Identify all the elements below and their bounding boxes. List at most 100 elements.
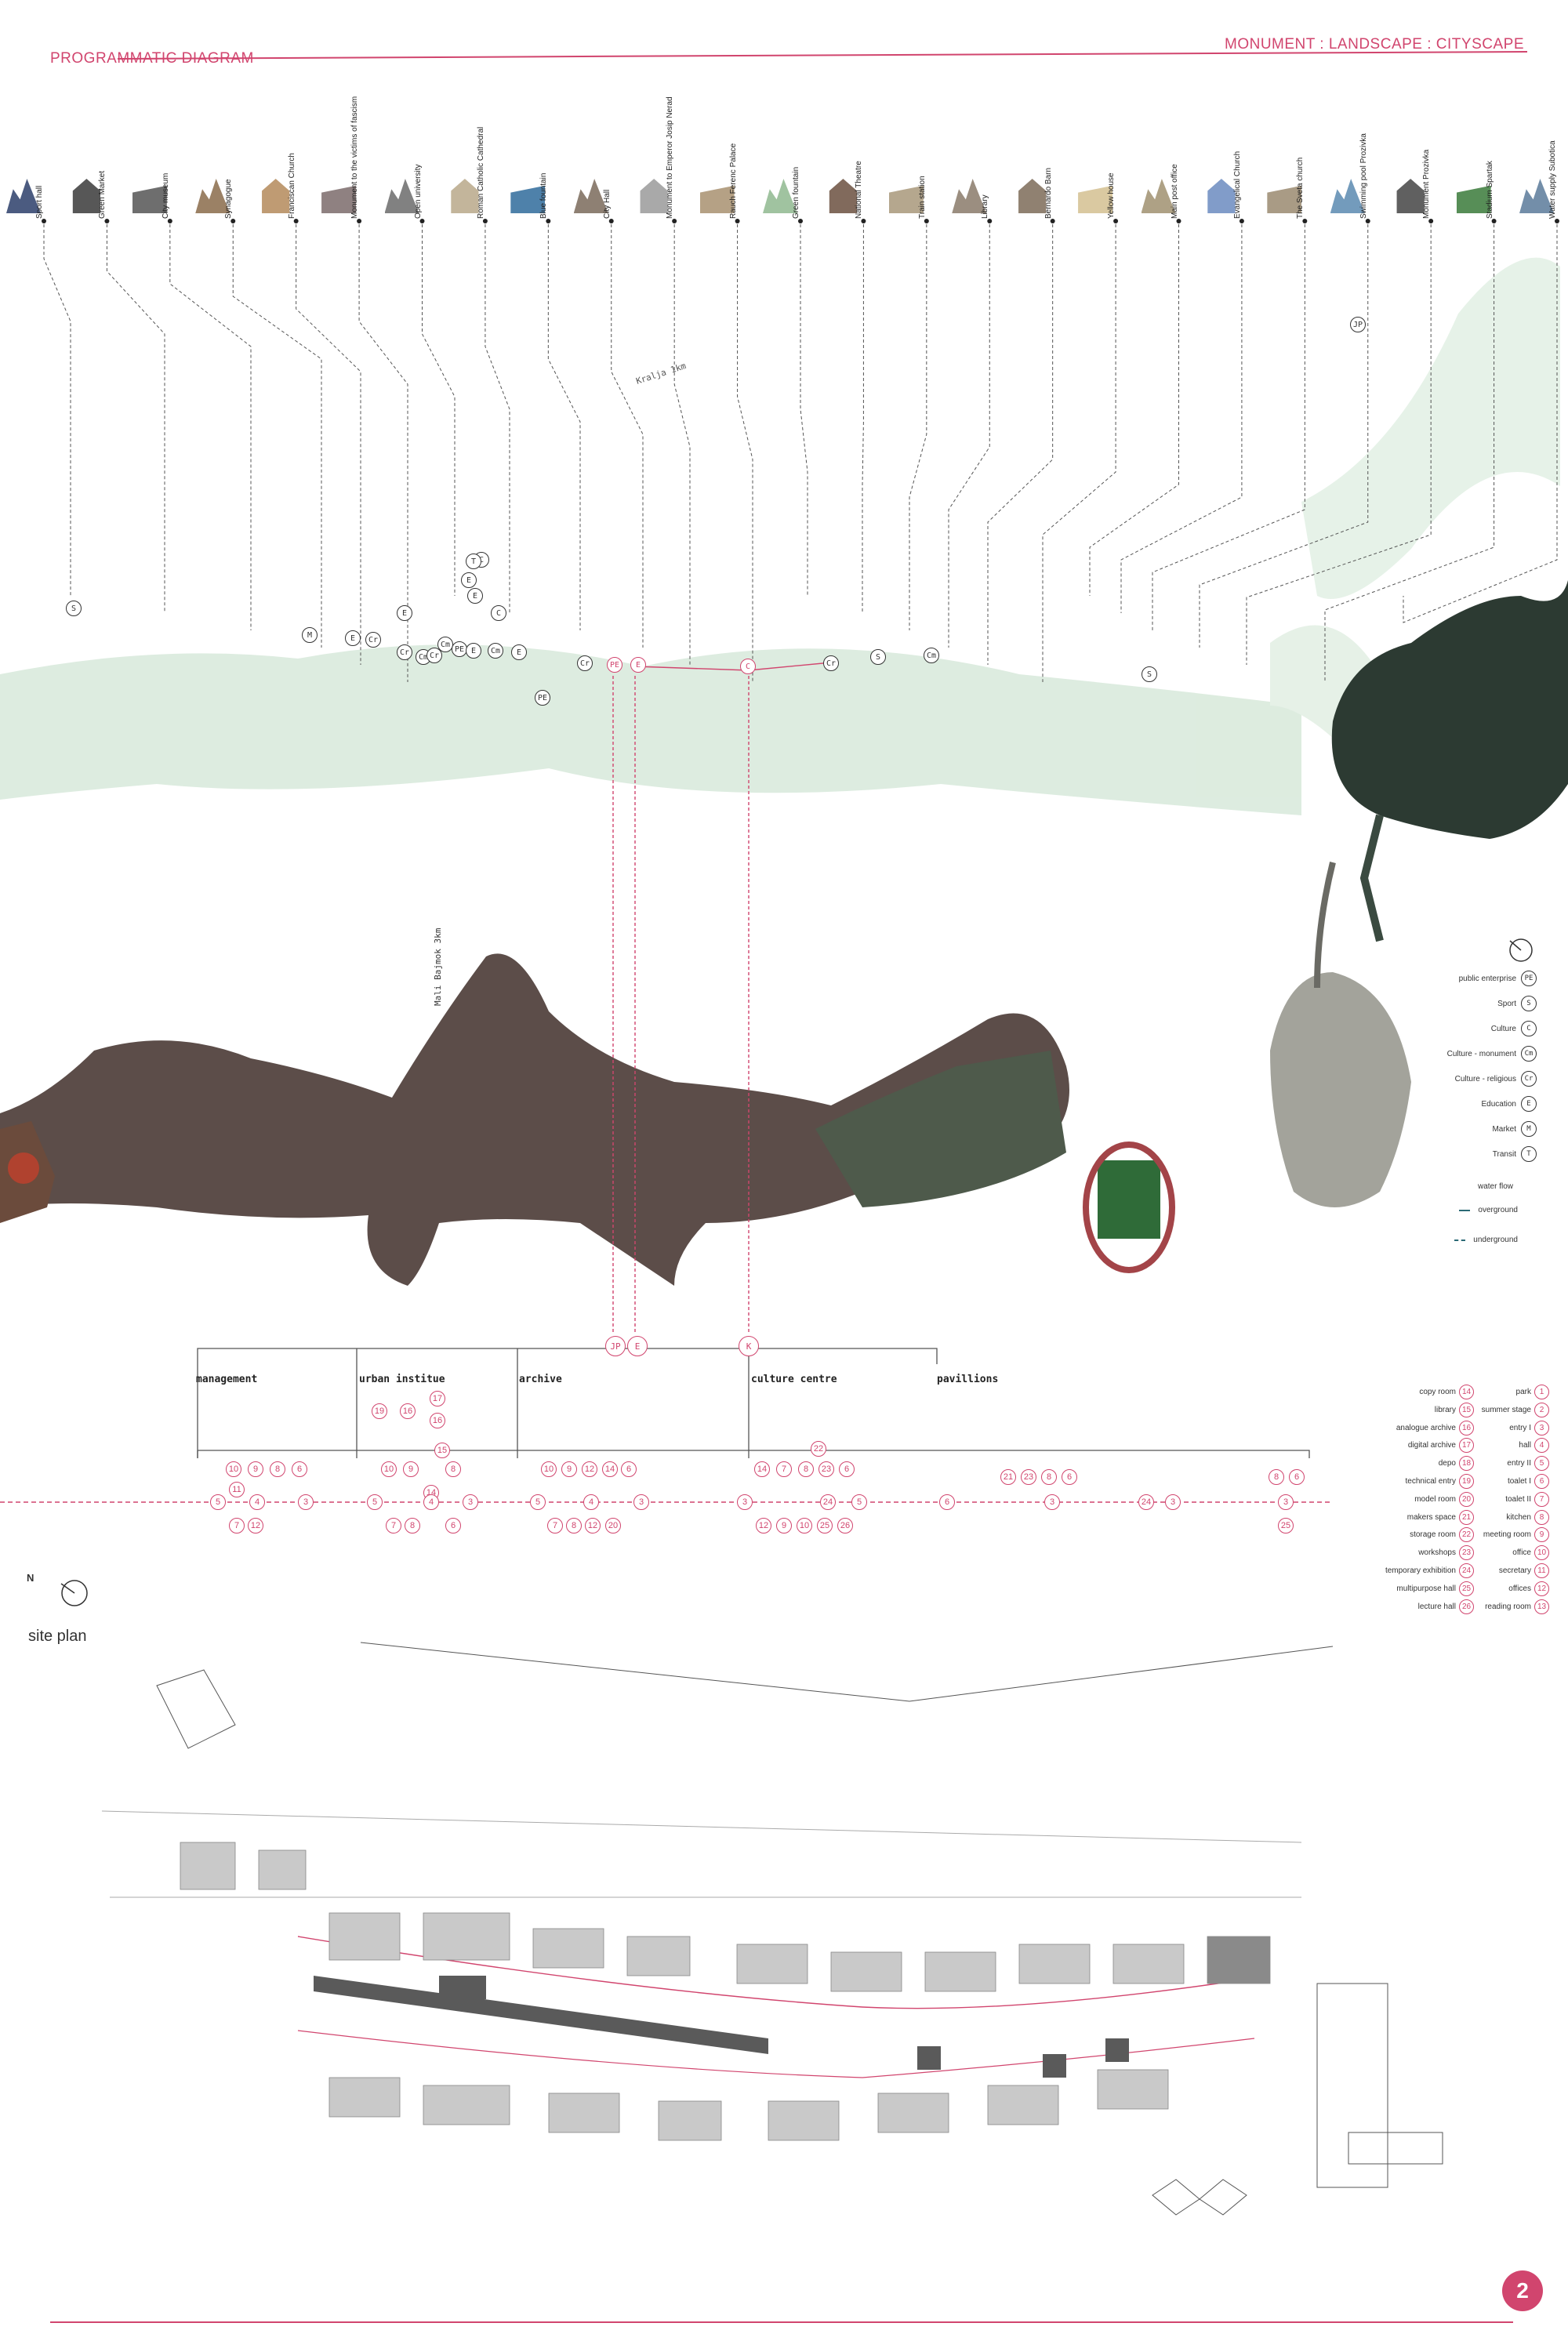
key-number: 10 <box>1534 1545 1549 1560</box>
section-pavillions: pavillions <box>937 1374 998 1385</box>
map-badge: E <box>467 588 483 604</box>
room-node: 6 <box>839 1461 855 1477</box>
room-node: 6 <box>445 1518 461 1534</box>
key-label: workshops <box>1418 1548 1456 1557</box>
section-culture-centre: culture centre <box>751 1374 837 1385</box>
key-label: digital archive <box>1408 1441 1456 1450</box>
legend-label: Sport <box>1497 1000 1516 1008</box>
legend-badge: Cr <box>1521 1071 1537 1087</box>
legend-badge: T <box>1521 1146 1537 1162</box>
section-management: management <box>196 1374 257 1385</box>
legend-badge: M <box>1521 1121 1537 1137</box>
room-node: 25 <box>817 1518 833 1534</box>
key-label: summer stage <box>1482 1406 1531 1414</box>
room-node: 5 <box>210 1494 226 1510</box>
north-label: N <box>27 1572 34 1584</box>
room-node: 11 <box>229 1482 245 1497</box>
key-number: 2 <box>1534 1403 1549 1417</box>
legend-label: Culture - monument <box>1447 1050 1516 1058</box>
map-badge: E <box>630 657 646 673</box>
section-archive: archive <box>519 1374 562 1385</box>
room-node: 8 <box>405 1518 420 1534</box>
key-label: offices <box>1508 1584 1531 1593</box>
room-node: 10 <box>541 1461 557 1477</box>
room-node: 8 <box>1041 1469 1057 1485</box>
room-node: 6 <box>292 1461 307 1477</box>
legend-badge: S <box>1521 996 1537 1011</box>
site-plan-label: site plan <box>28 1628 87 1646</box>
room-node: 3 <box>633 1494 649 1510</box>
room-node: 3 <box>298 1494 314 1510</box>
map-badge: PE <box>535 690 550 706</box>
room-node: 4 <box>583 1494 599 1510</box>
key-row-left: technical entry19 <box>1325 1474 1474 1489</box>
overground-label: overground <box>1478 1206 1518 1214</box>
key-label: lecture hall <box>1418 1602 1456 1611</box>
key-label: temporary exhibition <box>1385 1566 1456 1575</box>
legend-row: EducationE <box>1482 1096 1537 1112</box>
key-row-left: workshops23 <box>1325 1545 1474 1560</box>
key-row-right: toalet II7 <box>1458 1492 1549 1507</box>
room-node: 24 <box>1138 1494 1154 1510</box>
room-node: 10 <box>226 1461 241 1477</box>
key-number: 7 <box>1534 1492 1549 1507</box>
room-node: 6 <box>939 1494 955 1510</box>
room-node: 3 <box>737 1494 753 1510</box>
key-row-left: copy room14 <box>1325 1385 1474 1399</box>
key-row-left: makers space21 <box>1325 1510 1474 1525</box>
legend-row: MarketM <box>1492 1121 1537 1137</box>
program-badge-e: E <box>627 1336 648 1356</box>
north-arrow-icon <box>58 1574 91 1611</box>
room-node: 9 <box>403 1461 419 1477</box>
key-label: model room <box>1414 1495 1456 1504</box>
room-node: 3 <box>463 1494 478 1510</box>
key-label: library <box>1435 1406 1456 1414</box>
room-node: 9 <box>776 1518 792 1534</box>
room-node: 8 <box>270 1461 285 1477</box>
room-node: 8 <box>1269 1469 1284 1485</box>
street-label-2: Mali Bajmok 3km <box>433 928 443 1006</box>
key-row-right: summer stage2 <box>1458 1403 1549 1417</box>
room-node: 3 <box>1278 1494 1294 1510</box>
key-number: 4 <box>1534 1438 1549 1453</box>
room-node: 19 <box>372 1403 387 1419</box>
legend-row: Transit T <box>1493 1146 1537 1162</box>
underground-row: underground <box>1454 1236 1518 1244</box>
room-node: 5 <box>530 1494 546 1510</box>
program-frame <box>198 1348 1309 1458</box>
room-node: 21 <box>1000 1469 1016 1485</box>
legend-label: Culture - religious <box>1455 1075 1516 1083</box>
key-label: technical entry <box>1406 1477 1456 1486</box>
map-badge: Cm <box>437 637 453 652</box>
legend-label: Transit <box>1493 1150 1516 1159</box>
key-label: hall <box>1519 1441 1531 1450</box>
water-flow-label: water flow <box>1478 1182 1513 1191</box>
key-row-right: office10 <box>1458 1545 1549 1560</box>
map-badge: Cm <box>924 648 939 663</box>
site-plan-main-building <box>314 1976 1129 2078</box>
room-node: 10 <box>797 1518 812 1534</box>
key-row-right: entry II5 <box>1458 1456 1549 1471</box>
legend-badge: Cm <box>1521 1046 1537 1062</box>
key-row-left: storage room22 <box>1325 1527 1474 1542</box>
key-number: 3 <box>1534 1421 1549 1436</box>
key-label: storage room <box>1410 1530 1456 1539</box>
room-node: 6 <box>1289 1469 1305 1485</box>
room-node: 15 <box>434 1443 450 1458</box>
legend-row: Culture - religious Cr <box>1455 1071 1537 1087</box>
key-row-right: park1 <box>1458 1385 1549 1399</box>
key-label: meeting room <box>1483 1530 1531 1539</box>
key-row-right: secretary11 <box>1458 1563 1549 1578</box>
key-number: 6 <box>1534 1474 1549 1489</box>
aerial-strip <box>0 953 1172 1286</box>
room-node: 8 <box>798 1461 814 1477</box>
map-badge: E <box>461 572 477 588</box>
map-badge: Cr <box>823 655 839 671</box>
